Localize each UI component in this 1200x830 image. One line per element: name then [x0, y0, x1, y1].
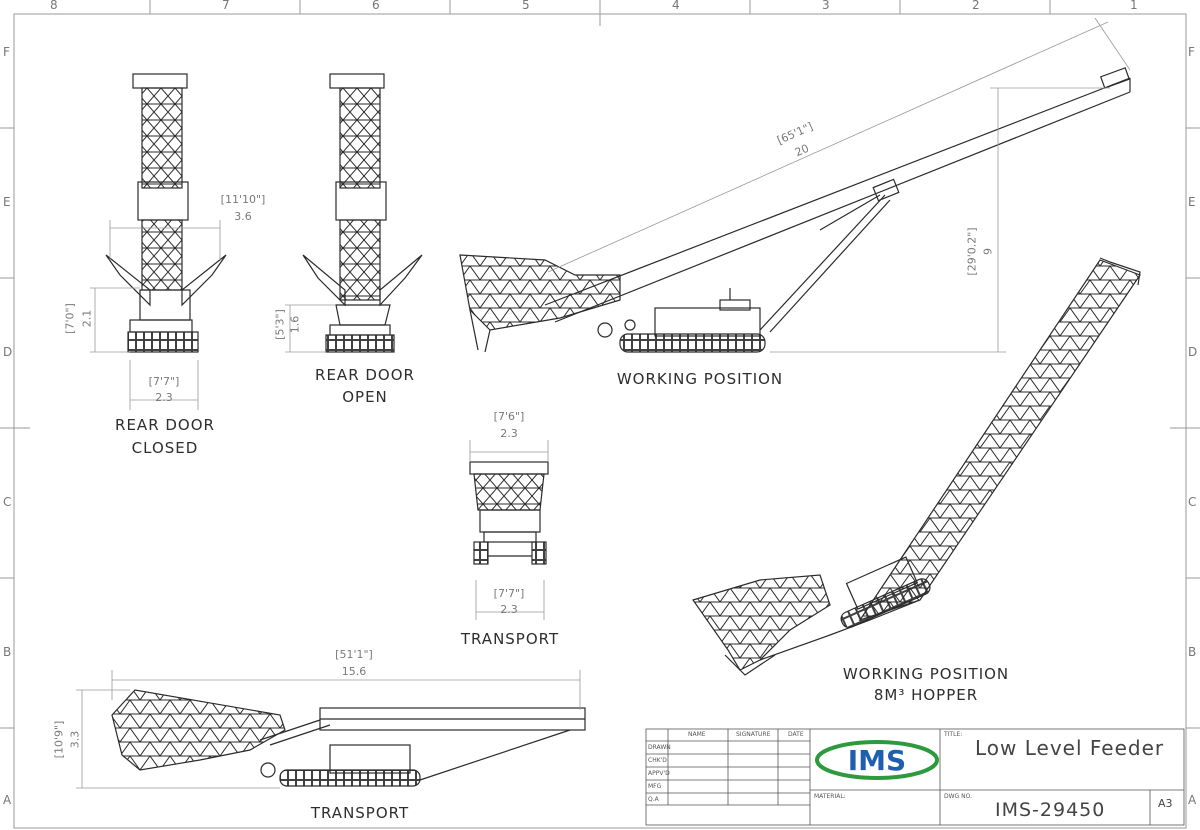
rear-door-open-view [302, 73, 423, 353]
tb-dwg-caption: DWG NO. [944, 793, 972, 800]
zone-row-f-right: F [1188, 45, 1195, 59]
rear-door-closed-width-metric: 3.6 [234, 210, 252, 223]
transport-side-length-imperial: [51'1"] [335, 648, 373, 661]
transport-front-view [469, 461, 549, 565]
rear-door-closed-label-1: REAR DOOR [115, 416, 215, 434]
transport-front-top-metric: 2.3 [500, 427, 518, 440]
rear-door-closed-height-metric: 2.1 [80, 309, 94, 328]
rear-door-closed-label-2: CLOSED [131, 439, 199, 457]
transport-side-height-imperial: [10'9"] [52, 720, 66, 759]
zone-col-2: 2 [972, 0, 980, 12]
transport-front-bottom-metric: 2.3 [500, 603, 518, 616]
working-position-hopper-label-2: 8M³ HOPPER [873, 686, 979, 704]
zone-row-d-left: D [3, 345, 13, 359]
working-position-hopper-view [692, 257, 1141, 676]
rear-door-open-height-metric: 1.6 [288, 315, 302, 334]
working-position-hopper-label-1: WORKING POSITION [842, 665, 1010, 683]
rear-door-closed-view [105, 73, 227, 353]
tb-header-name: NAME [688, 731, 706, 738]
tb-row-drawn: DRAWN [648, 744, 671, 751]
transport-front-top-imperial: [7'6"] [493, 410, 525, 423]
zone-row-b-left: B [3, 645, 12, 659]
logo-text: IMS [848, 744, 906, 777]
transport-side-label: TRANSPORT [310, 804, 410, 822]
rear-door-closed-base-imperial: [7'7"] [148, 375, 180, 388]
zone-col-5: 5 [522, 0, 530, 12]
zone-row-e-right: E [1188, 195, 1196, 209]
rear-door-closed-height-imperial: [7'0"] [63, 303, 77, 334]
transport-side-dimensions [76, 670, 581, 789]
tb-header-date: DATE [788, 731, 804, 738]
zone-col-1: 1 [1130, 0, 1138, 12]
zone-col-3: 3 [822, 0, 830, 12]
zone-col-6: 6 [372, 0, 380, 12]
tb-title-caption: TITLE: [944, 731, 963, 738]
transport-side-view [111, 689, 586, 787]
zone-row-d-right: D [1188, 345, 1198, 359]
tb-title: Low Level Feeder [975, 736, 1165, 760]
tb-row-approved: APPV'D [648, 770, 670, 777]
tb-material-caption: MATERIAL: [814, 793, 846, 800]
tb-row-mfg: MFG [648, 783, 662, 790]
tb-sheet-size: A3 [1158, 797, 1173, 810]
zone-row-f-left: F [3, 45, 10, 59]
zone-row-c-right: C [1188, 495, 1197, 509]
rear-door-closed-base-metric: 2.3 [155, 391, 173, 404]
rear-door-open-height-imperial: [5'3"] [273, 309, 287, 340]
transport-side-length-metric: 15.6 [341, 665, 367, 678]
working-position-view [459, 67, 1131, 353]
title-block-frame [645, 728, 1185, 826]
rear-door-closed-width-imperial: [11'10"] [220, 193, 266, 206]
tb-header-signature: SIGNATURE [736, 731, 771, 738]
ims-logo: IMS [815, 740, 939, 780]
zone-row-c-left: C [3, 495, 12, 509]
zone-row-a-right: A [1188, 793, 1197, 807]
transport-side-height-metric: 3.3 [68, 730, 82, 749]
tb-row-checked: CHK'D [648, 757, 667, 764]
working-position-height-imperial: [29'0.2"] [965, 227, 979, 276]
zone-col-8: 8 [50, 0, 58, 12]
transport-front-bottom-imperial: [7'7"] [493, 587, 525, 600]
rear-door-closed-dimensions [90, 220, 221, 410]
working-position-height-metric: 9 [981, 248, 995, 255]
transport-front-label: TRANSPORT [460, 630, 560, 648]
rear-door-open-label-1: REAR DOOR [315, 366, 415, 384]
zone-row-a-left: A [3, 793, 12, 807]
zone-col-4: 4 [672, 0, 680, 12]
tb-dwg-number: IMS-29450 [995, 799, 1106, 821]
working-position-dimensions [547, 17, 1131, 353]
transport-front-dimensions [469, 440, 549, 620]
rear-door-open-label-2: OPEN [342, 388, 388, 406]
rear-door-open-dimensions [285, 304, 335, 353]
tb-row-qa: Q.A [648, 796, 659, 803]
working-position-label: WORKING POSITION [616, 370, 784, 388]
zone-col-7: 7 [222, 0, 230, 12]
zone-row-b-right: B [1188, 645, 1197, 659]
zone-row-e-left: E [3, 195, 11, 209]
